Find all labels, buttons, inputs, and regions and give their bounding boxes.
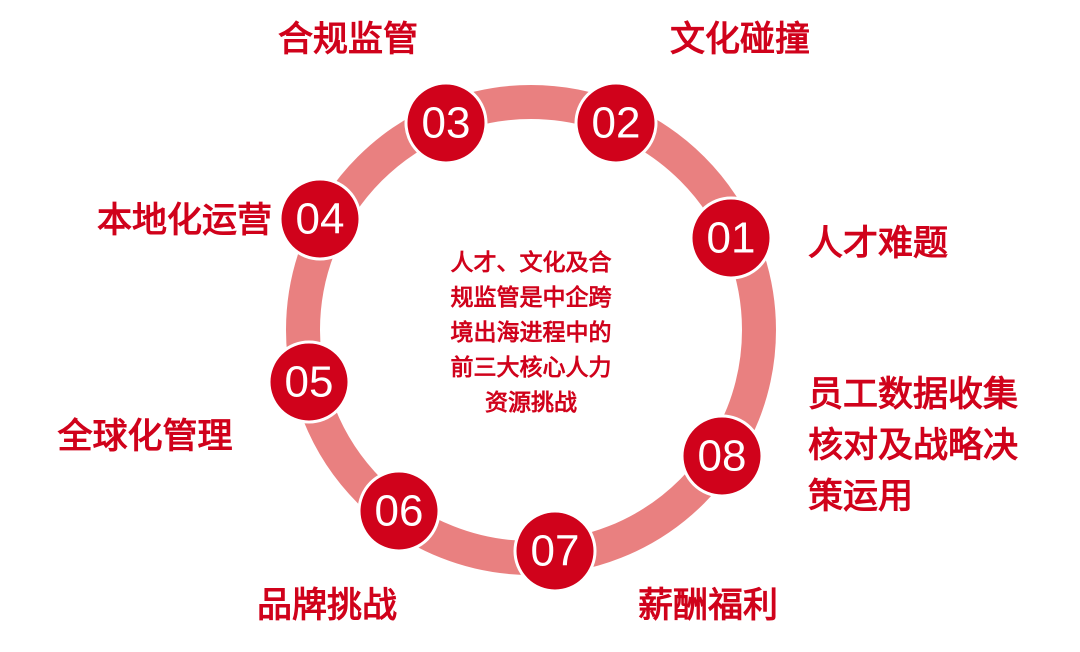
center-text-line-5: 资源挑战 — [485, 390, 577, 416]
node-02: 02 — [574, 81, 658, 165]
node-07-label: 薪酬福利 — [638, 586, 778, 626]
node-02-number: 02 — [592, 99, 641, 148]
node-05-number: 05 — [285, 358, 334, 407]
node-01-circle — [689, 196, 773, 280]
node-02-label: 文化碰撞 — [670, 20, 810, 60]
node-03-circle — [404, 81, 488, 165]
center-text-line-3: 境出海进程中的 — [451, 319, 612, 346]
node-08-label-line-3: 策运用 — [808, 477, 913, 517]
center-text-line-4: 前三大核心人力 — [451, 354, 612, 381]
center-text-line-2: 规监管是中企跨 — [451, 284, 613, 311]
node-01: 01 — [689, 196, 773, 280]
node-01-label: 人才难题 — [808, 224, 948, 264]
node-06: 06 — [357, 469, 441, 553]
node-08: 08 — [680, 414, 764, 498]
node-07: 07 — [513, 509, 597, 593]
node-03: 03 — [404, 81, 488, 165]
node-03-number: 03 — [422, 99, 471, 148]
node-08-number: 08 — [698, 432, 747, 481]
node-05-label: 全球化管理 — [56, 416, 232, 457]
node-04-number: 04 — [296, 195, 345, 244]
node-08-circle — [680, 414, 764, 498]
node-06-number: 06 — [375, 487, 424, 536]
node-05-circle — [267, 340, 351, 424]
center-text: 人才、文化及合 规监管是中企跨 境出海进程中的 前三大核心人力 资源挑战 — [451, 249, 613, 416]
node-02-circle — [574, 81, 658, 165]
node-05: 05 — [267, 340, 351, 424]
node-08-label-line-1: 员工数据收集 — [808, 375, 1018, 415]
node-07-number: 07 — [531, 527, 580, 576]
node-07-circle — [513, 509, 597, 593]
node-06-circle — [357, 469, 441, 553]
node-04: 04 — [278, 177, 362, 261]
center-text-line-1: 人才、文化及合 — [451, 249, 613, 276]
node-06-label: 品牌挑战 — [257, 586, 397, 626]
node-03-label: 合规监管 — [278, 20, 418, 60]
node-01-number: 01 — [707, 214, 756, 263]
node-04-label: 本地化运营 — [97, 201, 272, 241]
node-04-circle — [278, 177, 362, 261]
node-08-label-line-2: 核对及战略决 — [808, 426, 1018, 466]
node-08-label: 员工数据收集 核对及战略决 策运用 — [808, 375, 1018, 517]
